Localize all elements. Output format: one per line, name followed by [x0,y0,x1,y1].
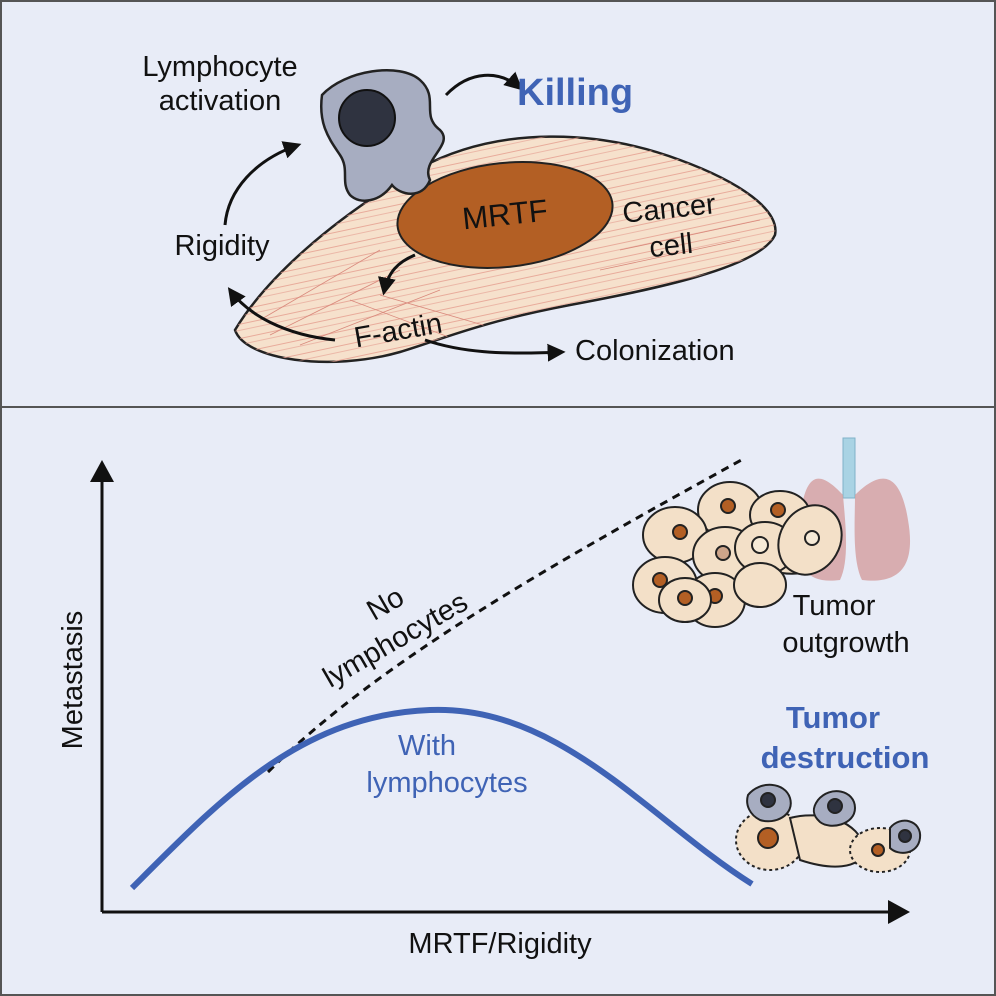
colonization-arrow [424,338,566,362]
with-lymphocytes-curve [129,706,754,891]
with-lymphocytes-label-line1: With [398,730,456,762]
with-lymphocytes-label-line2: lymphocytes [366,767,527,799]
tumor-destruction-cluster [735,783,922,873]
rigidity-to-activation-arrow [223,141,302,226]
tumor-outgrowth-label-line1: Tumor [793,590,876,622]
x-axis-arrowhead [888,900,910,924]
mrtf-to-factin-arrow [378,253,416,296]
tumor-destruction-label-line1: Tumor [786,700,880,735]
mrtf-nucleus [396,161,614,269]
rigidity-label: Rigidity [174,230,270,262]
tumor-outgrowth-label-line2: outgrowth [782,627,909,659]
tumor-destruction-label-line2: destruction [761,740,930,775]
y-axis-arrowhead [90,460,114,482]
colonization-label: Colonization [575,335,735,367]
killing-label: Killing [517,72,633,114]
lymphocyte-cell [319,68,445,202]
tumor-outgrowth-cluster [632,481,843,628]
lymphocyte-label-line2: activation [159,85,282,117]
x-axis-label: MRTF/Rigidity [408,928,592,960]
lymphocyte-label-line1: Lymphocyte [142,51,297,83]
y-axis-label: Metastasis [57,611,89,750]
cancer-cell-label-line2: cell [648,228,695,264]
factin-to-rigidity-arrow [227,287,336,342]
killing-arrow [444,71,523,97]
